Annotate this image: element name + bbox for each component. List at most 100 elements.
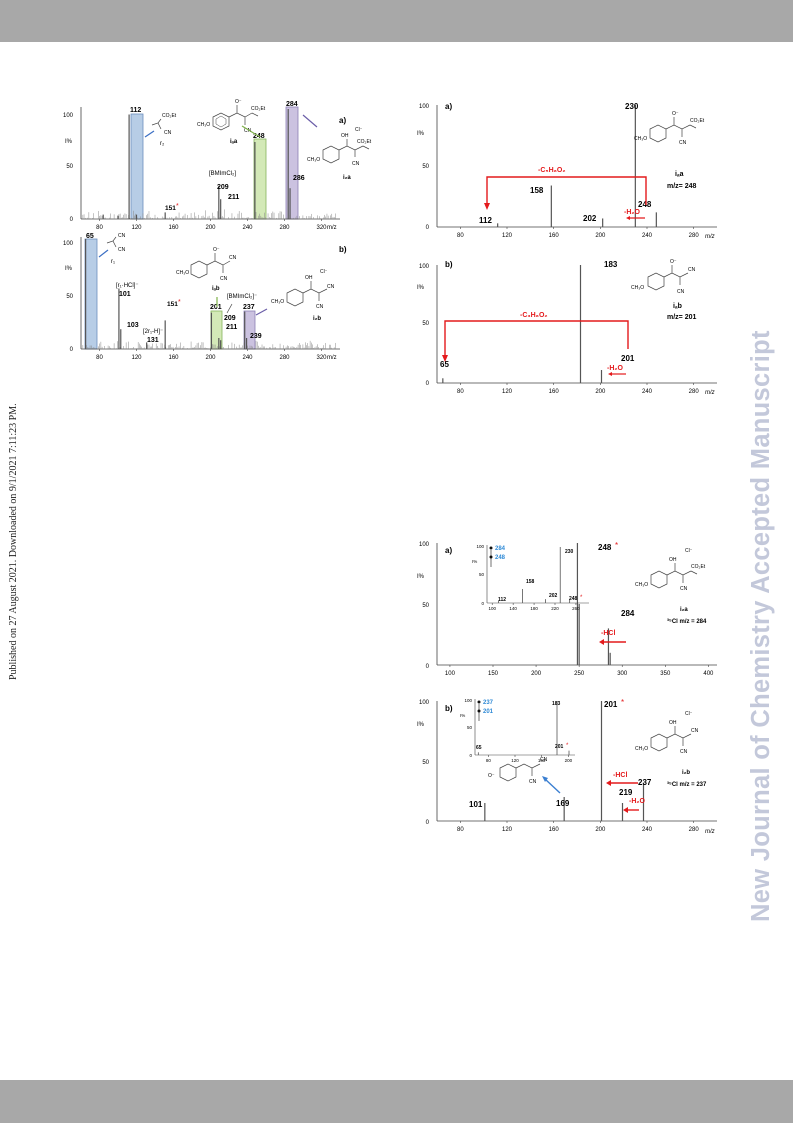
x-tick-label: 200 xyxy=(531,671,542,677)
spectrum-peaks xyxy=(497,105,657,227)
r2-co2et: CO₂Et xyxy=(162,113,177,119)
inset-star: * xyxy=(566,743,569,749)
y-label: I% xyxy=(417,131,425,137)
x-tick-label: 80 xyxy=(457,827,464,833)
r1-label: r₁ xyxy=(111,259,115,265)
inset-y-label: I% xyxy=(472,559,477,564)
iia-clm: Cl⁻ xyxy=(355,127,363,133)
arrow-237 xyxy=(255,308,268,316)
arrow-r1 xyxy=(98,249,109,258)
inset-p112: 112 xyxy=(498,597,506,603)
x-tick-label: 240 xyxy=(242,225,253,231)
peak-label-65: 65 xyxy=(86,233,94,240)
spectrum-peaks xyxy=(576,543,611,665)
ion-ch3o: CH₃O xyxy=(635,746,648,752)
peak-label-284: 284 xyxy=(621,609,635,618)
h2o-arrowhead xyxy=(623,807,628,813)
inset-peaks xyxy=(477,701,570,755)
peak-label-237: 237 xyxy=(638,778,652,787)
y-tick-100: 100 xyxy=(419,264,430,270)
peak-label-230: 230 xyxy=(625,102,639,111)
loss-label: -C₃H₈O₂ xyxy=(520,312,548,319)
ib-label: iₐb xyxy=(212,286,220,292)
x-tick-label: 100 xyxy=(445,671,456,677)
x-label: m/z xyxy=(327,225,337,231)
x-tick-label: 120 xyxy=(502,233,513,239)
x-tick-label: 240 xyxy=(642,233,653,239)
peak-label-219: 219 xyxy=(619,788,633,797)
y-tick-100: 100 xyxy=(419,700,430,706)
panel-label: b) xyxy=(445,704,453,713)
bmim-label: [BMImCl₂] xyxy=(209,171,236,177)
star-151: * xyxy=(176,203,179,210)
ib-cn-1: CN xyxy=(229,255,237,261)
hcl-label: -HCl xyxy=(613,772,627,779)
x-tick-label: 80 xyxy=(457,389,464,395)
iib-label: i₂b xyxy=(313,316,321,322)
h2o-label: -H₂O xyxy=(629,798,645,805)
peak-label-209: 209 xyxy=(217,184,229,191)
x-tick-label: 120 xyxy=(511,758,519,763)
y-tick-0: 0 xyxy=(70,347,74,353)
r1-cn-1: CN xyxy=(118,233,126,239)
arrow-bmim xyxy=(226,303,233,314)
y-tick-50: 50 xyxy=(66,164,73,170)
top-band xyxy=(0,0,793,42)
x-tick-label: 320 xyxy=(316,355,327,361)
inset-s237: 237 xyxy=(483,700,494,706)
ion-ch3o: CH₃O xyxy=(635,582,648,588)
r2-cn: CN xyxy=(164,130,172,136)
iia-ch3o: CH₃O xyxy=(307,157,320,163)
bottom-band xyxy=(0,1080,793,1123)
inset-peaks xyxy=(498,547,571,603)
y-label: I% xyxy=(417,285,425,291)
x-tick-label: 140 xyxy=(509,606,517,611)
loss-arrowhead xyxy=(484,203,490,210)
iia-oh: OH xyxy=(341,133,349,139)
x-tick-label: 160 xyxy=(538,758,546,763)
spectrum-peaks xyxy=(442,265,603,383)
ion-cn-1: CN xyxy=(688,267,696,273)
ib-om: O⁻ xyxy=(213,247,220,253)
y-tick-50: 50 xyxy=(422,164,429,170)
ion-cn-1: CN xyxy=(691,728,699,734)
arrow-r2 xyxy=(144,130,155,138)
iib-cn-2: CN xyxy=(316,304,324,310)
ia-ch3o: CH₃O xyxy=(197,122,210,128)
peak-label-201: 201 xyxy=(604,700,618,709)
ion-label: iₐb xyxy=(673,303,682,310)
x-tick-label: 280 xyxy=(689,389,700,395)
inset-p65: 65 xyxy=(476,745,482,751)
iib-ch3o: CH₃O xyxy=(271,299,284,305)
x-label: m/z xyxy=(327,355,337,361)
peak-label-101: 101 xyxy=(469,800,483,809)
r1-cn-2: CN xyxy=(118,247,126,253)
inset-y-tick-50: 50 xyxy=(467,725,473,730)
y-tick-100: 100 xyxy=(63,241,74,247)
x-tick-label: 100 xyxy=(488,606,496,611)
y-tick-0: 0 xyxy=(70,217,74,223)
ion-om: O⁻ xyxy=(670,259,677,265)
inset-star: * xyxy=(580,595,583,601)
ion-clm: Cl⁻ xyxy=(685,711,693,717)
r1-structure xyxy=(106,236,117,248)
y-tick-0: 0 xyxy=(426,820,430,826)
iib-cn-1: CN xyxy=(327,284,335,290)
h2o-arrowhead xyxy=(608,372,612,376)
inset-p201: 201 xyxy=(555,744,564,750)
ia-co2et: CO₂Et xyxy=(251,106,266,112)
x-tick-label: 200 xyxy=(595,827,606,833)
ion-structure xyxy=(647,265,689,291)
ion-structure xyxy=(650,726,692,752)
x-tick-label: 280 xyxy=(279,225,290,231)
ib-ch3o: CH₃O xyxy=(176,270,189,276)
y-label: I% xyxy=(65,139,73,145)
